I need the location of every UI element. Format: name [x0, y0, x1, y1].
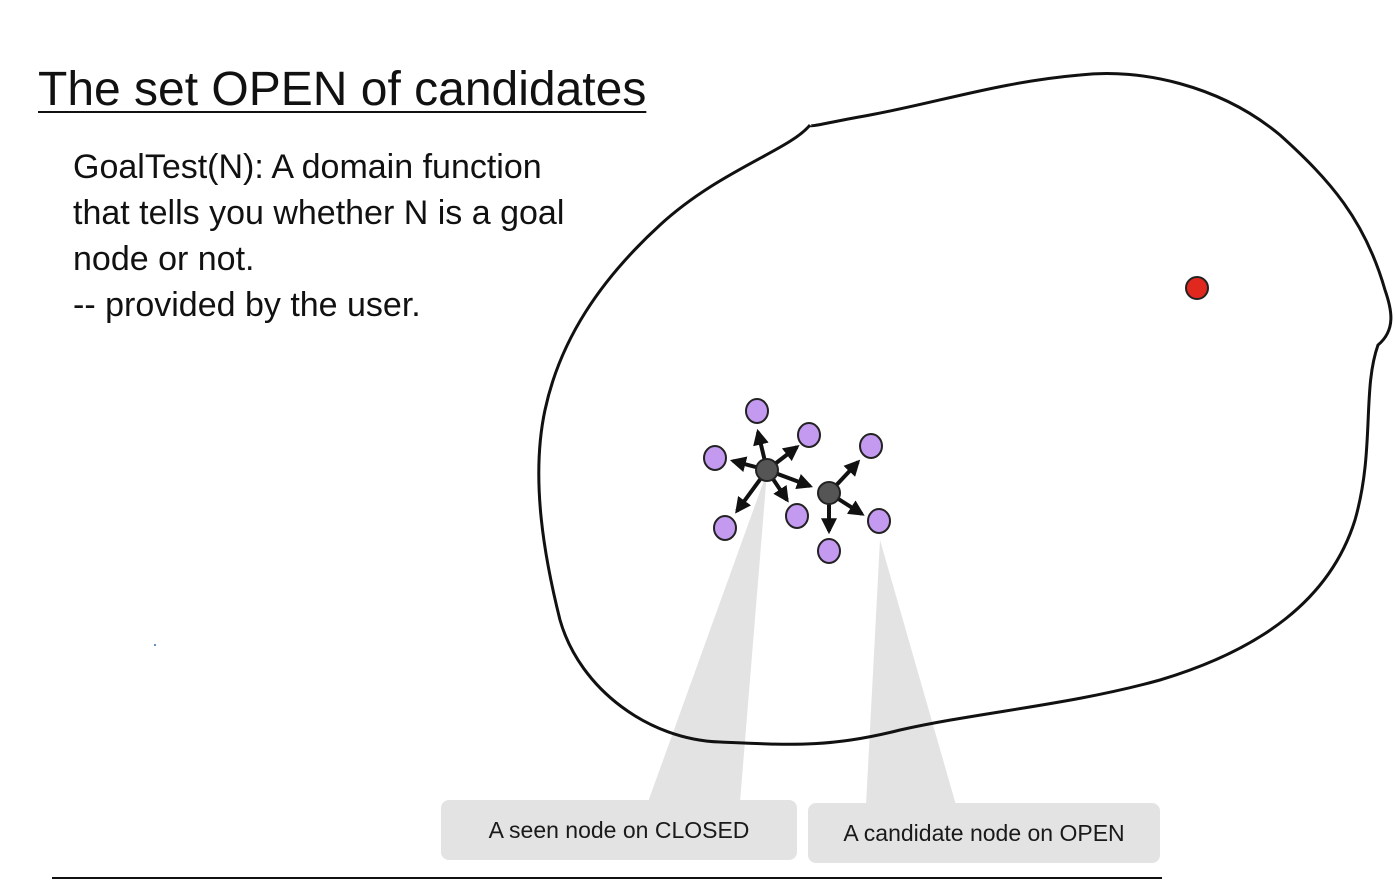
bottom-divider	[52, 877, 1162, 879]
body-line-4: -- provided by the user.	[73, 286, 421, 324]
open-node-5	[785, 503, 809, 529]
open-node-6	[859, 433, 883, 459]
open-node-7	[817, 538, 841, 564]
stray-dot	[154, 644, 156, 646]
goal-node	[1185, 276, 1209, 300]
goaltest-description: GoalTest(N): A domain function that tell…	[73, 144, 653, 328]
closed-callout-pointer	[648, 472, 767, 802]
open-callout-pointer	[866, 540, 956, 805]
open-node-4	[713, 515, 737, 541]
search-space-outline	[537, 72, 1393, 746]
body-line-2: that tells you whether N is a goal	[73, 194, 565, 232]
closed-node-callout: A seen node on CLOSED	[441, 800, 797, 860]
open-node-2	[797, 422, 821, 448]
open-node-callout: A candidate node on OPEN	[808, 803, 1160, 863]
slide-title: The set OPEN of candidates	[38, 63, 647, 116]
closed-node-a	[755, 458, 779, 482]
open-node-8	[867, 508, 891, 534]
closed-node-b	[817, 481, 841, 505]
open-nodes	[703, 398, 891, 564]
open-node-3	[703, 445, 727, 471]
open-node-1	[745, 398, 769, 424]
body-line-3: node or not.	[73, 240, 255, 278]
body-line-1: GoalTest(N): A domain function	[73, 148, 542, 186]
